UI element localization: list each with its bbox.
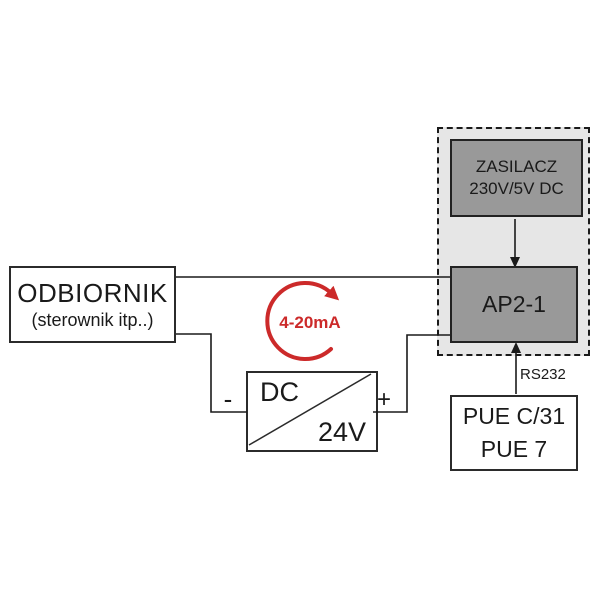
odbiornik-box: ODBIORNIK (sterownik itp..) (9, 266, 176, 343)
wire-odbiornik-to-dc-minus (176, 333, 247, 413)
dc-supply-box: DC 24V (246, 371, 378, 452)
current-loop-label: 4-20mA (279, 313, 341, 332)
dc-box-diagonal (248, 373, 372, 446)
rs232-label: RS232 (520, 366, 566, 383)
pue-model-2: PUE 7 (480, 436, 548, 462)
zasilacz-rating: 230V/5V DC (469, 179, 564, 198)
zasilacz-box: ZASILACZ 230V/5V DC (450, 139, 583, 217)
zasilacz-name: ZASILACZ (475, 156, 558, 176)
odbiornik-title: ODBIORNIK (17, 278, 168, 308)
wire-dc-plus-to-ap2 (373, 334, 451, 413)
minus-terminal-label: - (223, 384, 233, 414)
plus-terminal-label: + (376, 386, 391, 413)
ap2-label: AP2-1 (482, 291, 546, 317)
dc-voltage-label: 24V (317, 417, 366, 447)
pue-box: PUE C/31 PUE 7 (450, 395, 578, 471)
odbiornik-subtitle: (sterownik itp..) (31, 310, 154, 330)
ap2-box: AP2-1 (450, 266, 578, 343)
current-loop-arrow-icon (265, 281, 340, 361)
pue-model-1: PUE C/31 (462, 402, 566, 429)
dc-type-label: DC (260, 377, 299, 407)
